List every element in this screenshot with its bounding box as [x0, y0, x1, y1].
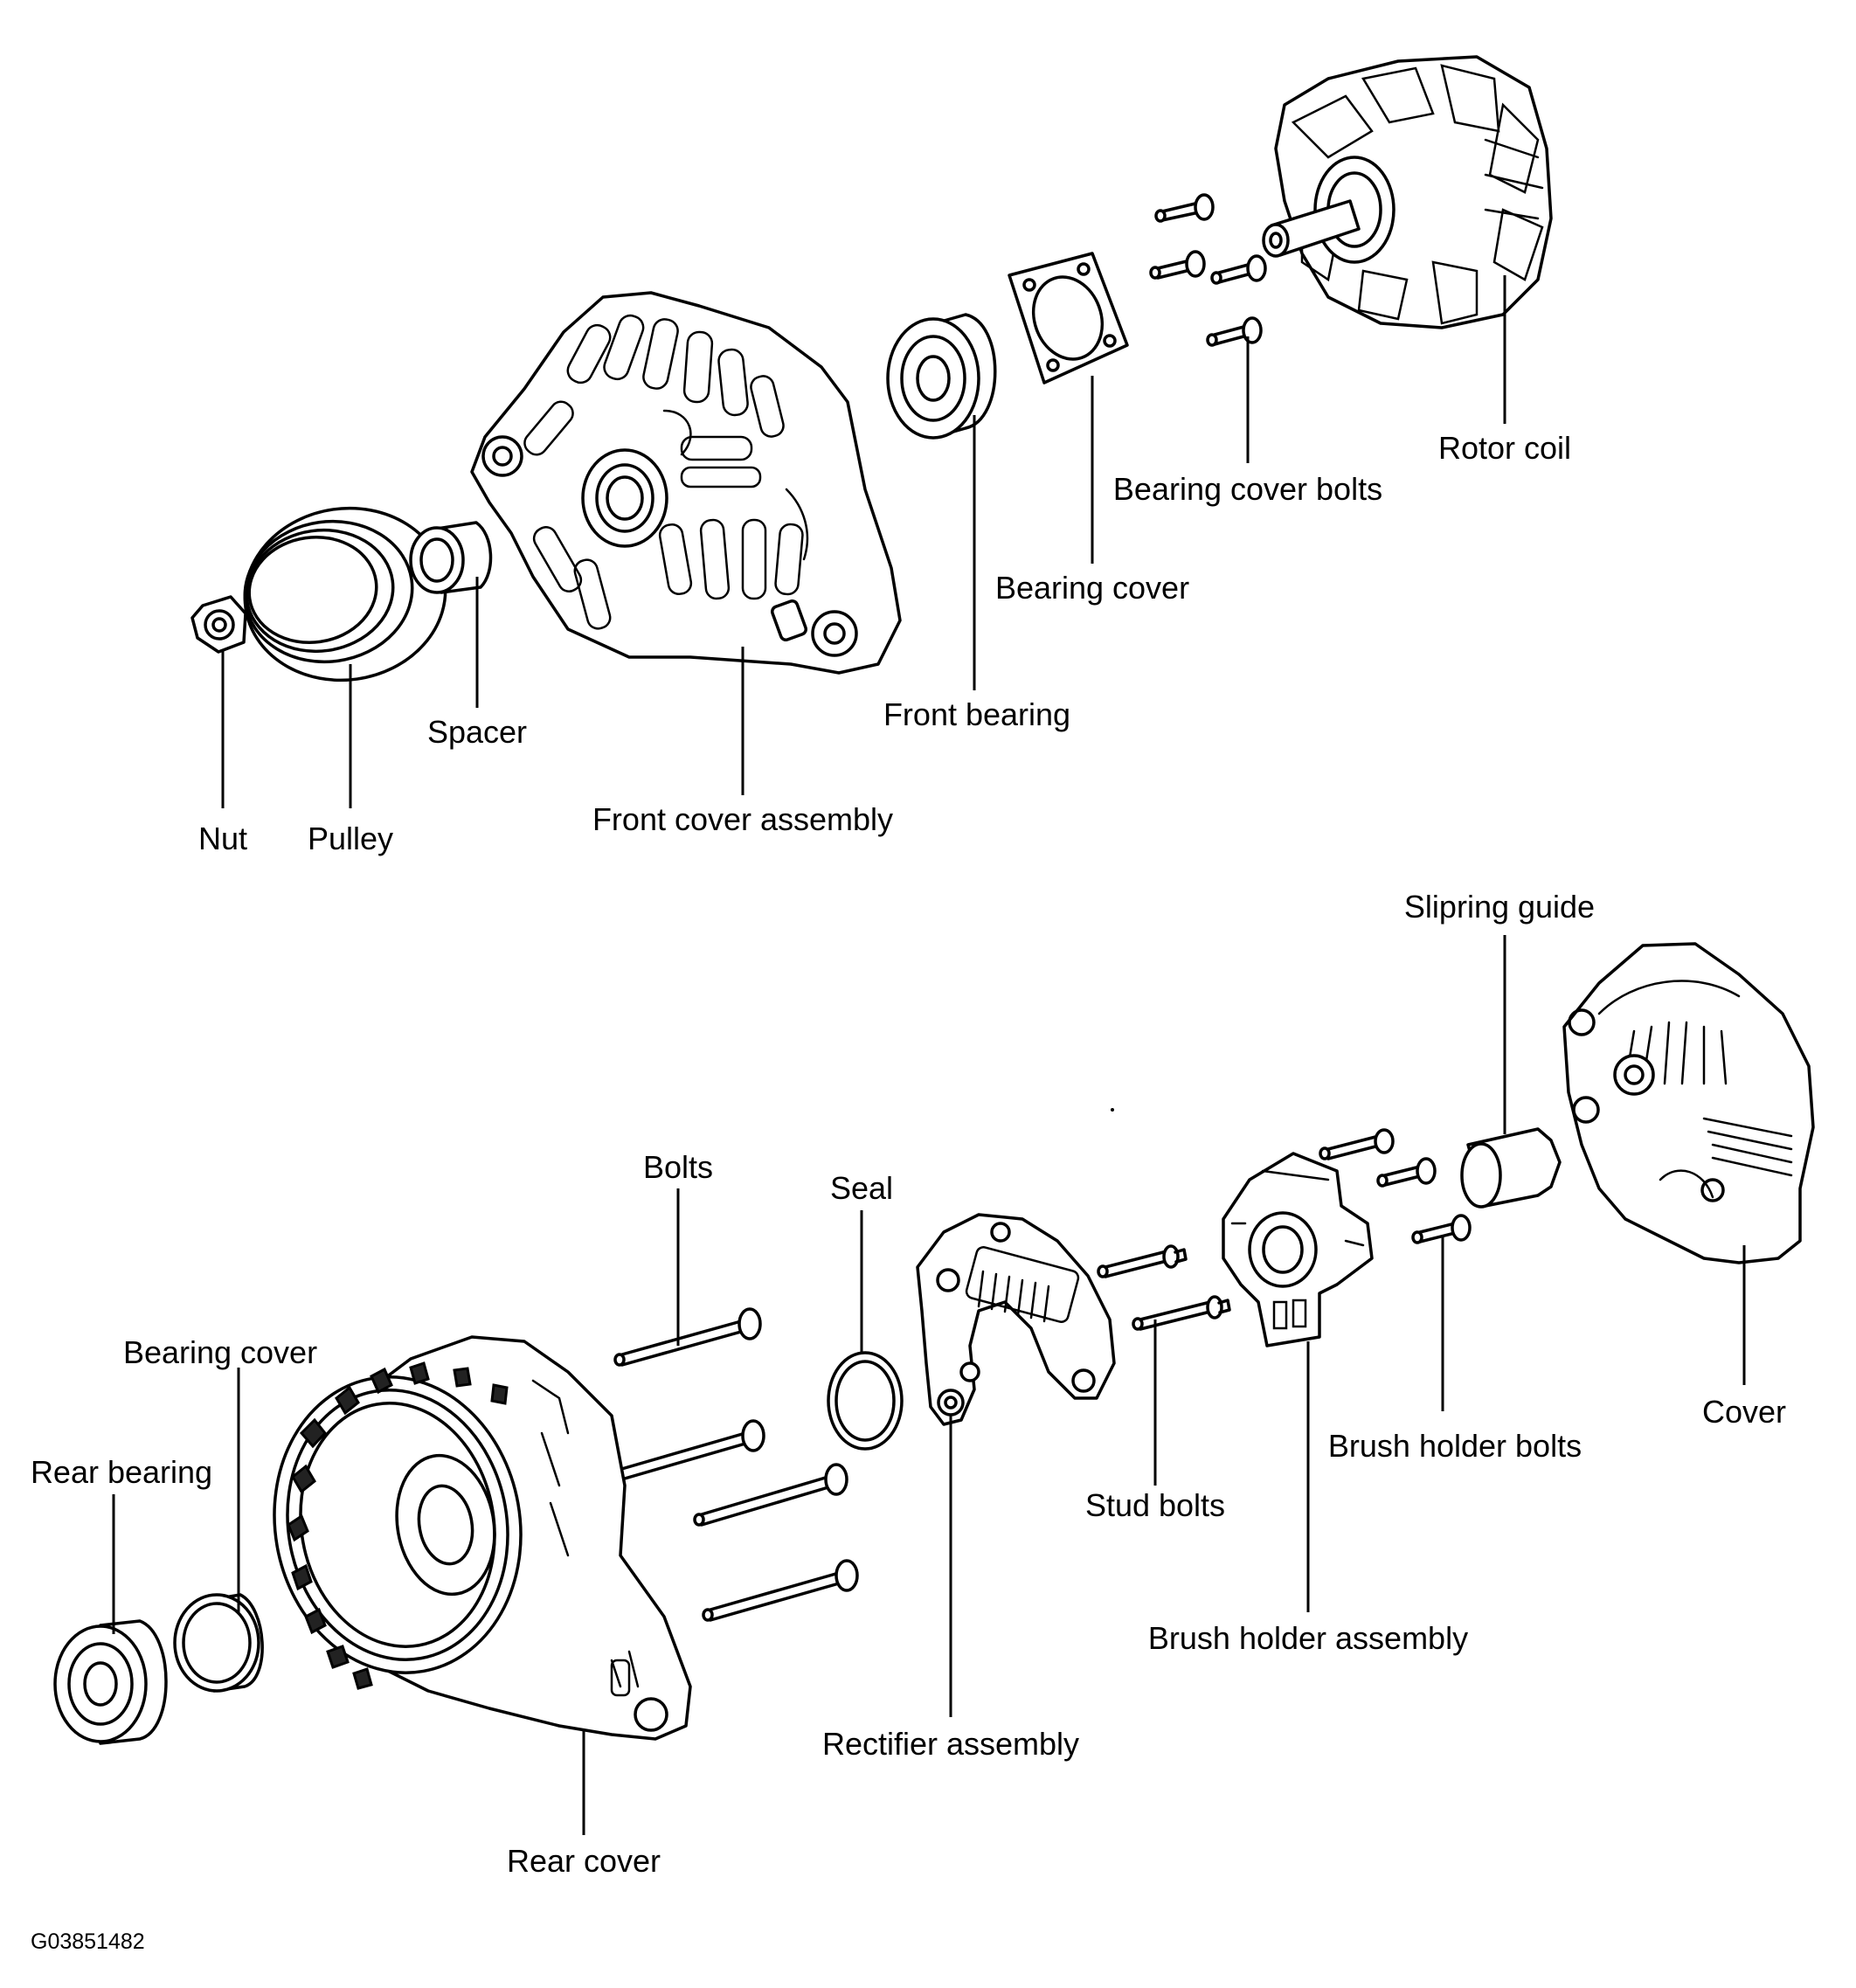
- brush-holder-assembly-part: [1222, 1152, 1374, 1347]
- label-bearing-cover-bolts: Bearing cover bolts: [1113, 471, 1382, 507]
- brush-holder-bolt: [1376, 1157, 1437, 1188]
- bearing-cover-top-part: [1008, 252, 1129, 384]
- label-rotor-coil: Rotor coil: [1438, 430, 1571, 466]
- label-front-cover-assembly: Front cover assembly: [592, 801, 893, 837]
- label-seal: Seal: [830, 1170, 893, 1206]
- bearing-cover-bolt: [1206, 316, 1263, 347]
- front-cover-assembly-part: [470, 291, 902, 675]
- bearing-cover-bolt: [1210, 254, 1267, 285]
- nut-part: [190, 595, 247, 654]
- label-slipring-guide: Slipring guide: [1404, 889, 1595, 925]
- spacer-part: [409, 521, 493, 594]
- rear-cover-part: [273, 1335, 692, 1741]
- label-bearing-cover-top: Bearing cover: [995, 570, 1189, 606]
- label-stud-bolts: Stud bolts: [1085, 1487, 1225, 1523]
- label-rear-bearing: Rear bearing: [31, 1454, 212, 1490]
- label-cover: Cover: [1702, 1394, 1786, 1430]
- through-bolt: [693, 1463, 848, 1527]
- bearing-cover-bottom-part: [173, 1593, 264, 1693]
- leader-lines: [112, 275, 1746, 1835]
- through-bolt: [613, 1307, 762, 1367]
- label-bearing-cover-bottom: Bearing cover: [123, 1334, 317, 1370]
- rear-bearing-part: [53, 1619, 168, 1745]
- brush-holder-bolt: [1319, 1128, 1395, 1160]
- stud-bolt: [1097, 1244, 1188, 1278]
- figure-code: G03851482: [31, 1929, 145, 1954]
- through-bolt: [610, 1419, 765, 1482]
- cover-part: [1562, 942, 1815, 1264]
- bearing-cover-bolt: [1154, 193, 1215, 223]
- rotor-coil-part: [1262, 55, 1553, 329]
- slipring-guide-part: [1460, 1127, 1562, 1209]
- label-brush-holder-assembly: Brush holder assembly: [1148, 1620, 1468, 1656]
- through-bolt: [702, 1559, 859, 1622]
- stray-dot: [1111, 1108, 1114, 1112]
- label-pulley: Pulley: [308, 821, 393, 856]
- label-nut: Nut: [198, 821, 247, 856]
- label-rectifier-assembly: Rectifier assembly: [822, 1726, 1079, 1762]
- bearing-cover-bolt: [1149, 250, 1206, 280]
- front-bearing-part: [886, 313, 997, 440]
- label-bolts: Bolts: [643, 1149, 713, 1185]
- rectifier-assembly-part: [916, 1213, 1116, 1426]
- pulley-part: [243, 506, 447, 682]
- seal-part: [827, 1351, 904, 1451]
- label-spacer: Spacer: [427, 714, 527, 750]
- label-front-bearing: Front bearing: [883, 696, 1070, 732]
- stud-bolt: [1132, 1295, 1231, 1331]
- label-brush-holder-bolts: Brush holder bolts: [1328, 1428, 1582, 1464]
- brush-holder-bolt: [1411, 1214, 1472, 1244]
- label-rear-cover: Rear cover: [507, 1843, 661, 1879]
